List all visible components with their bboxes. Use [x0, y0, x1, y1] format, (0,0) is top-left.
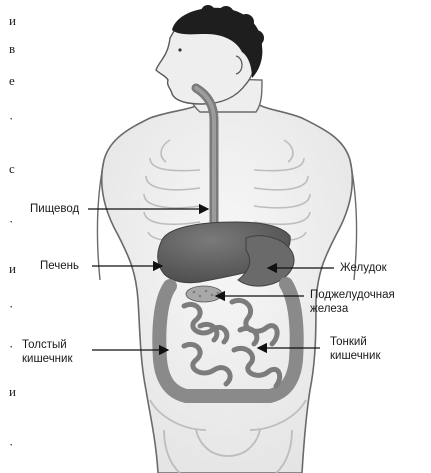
label-colon: Толстый кишечник [22, 338, 73, 367]
label-esophagus: Пищевод [30, 202, 79, 216]
label-colon-line1: Толстый [22, 338, 73, 352]
label-small-intestine-line1: Тонкий [330, 335, 381, 349]
label-small-intestine-line2: кишечник [330, 349, 381, 363]
label-pancreas: Поджелудочная железа [310, 288, 395, 317]
label-pancreas-line1: Поджелудочная [310, 288, 395, 302]
pancreas-shape [186, 286, 222, 302]
label-colon-line2: кишечник [22, 352, 73, 366]
label-liver: Печень [40, 259, 79, 273]
label-small-intestine: Тонкий кишечник [330, 335, 381, 364]
label-stomach: Желудок [340, 261, 387, 275]
label-pancreas-line2: железа [310, 302, 395, 316]
torso-outline [102, 100, 353, 473]
